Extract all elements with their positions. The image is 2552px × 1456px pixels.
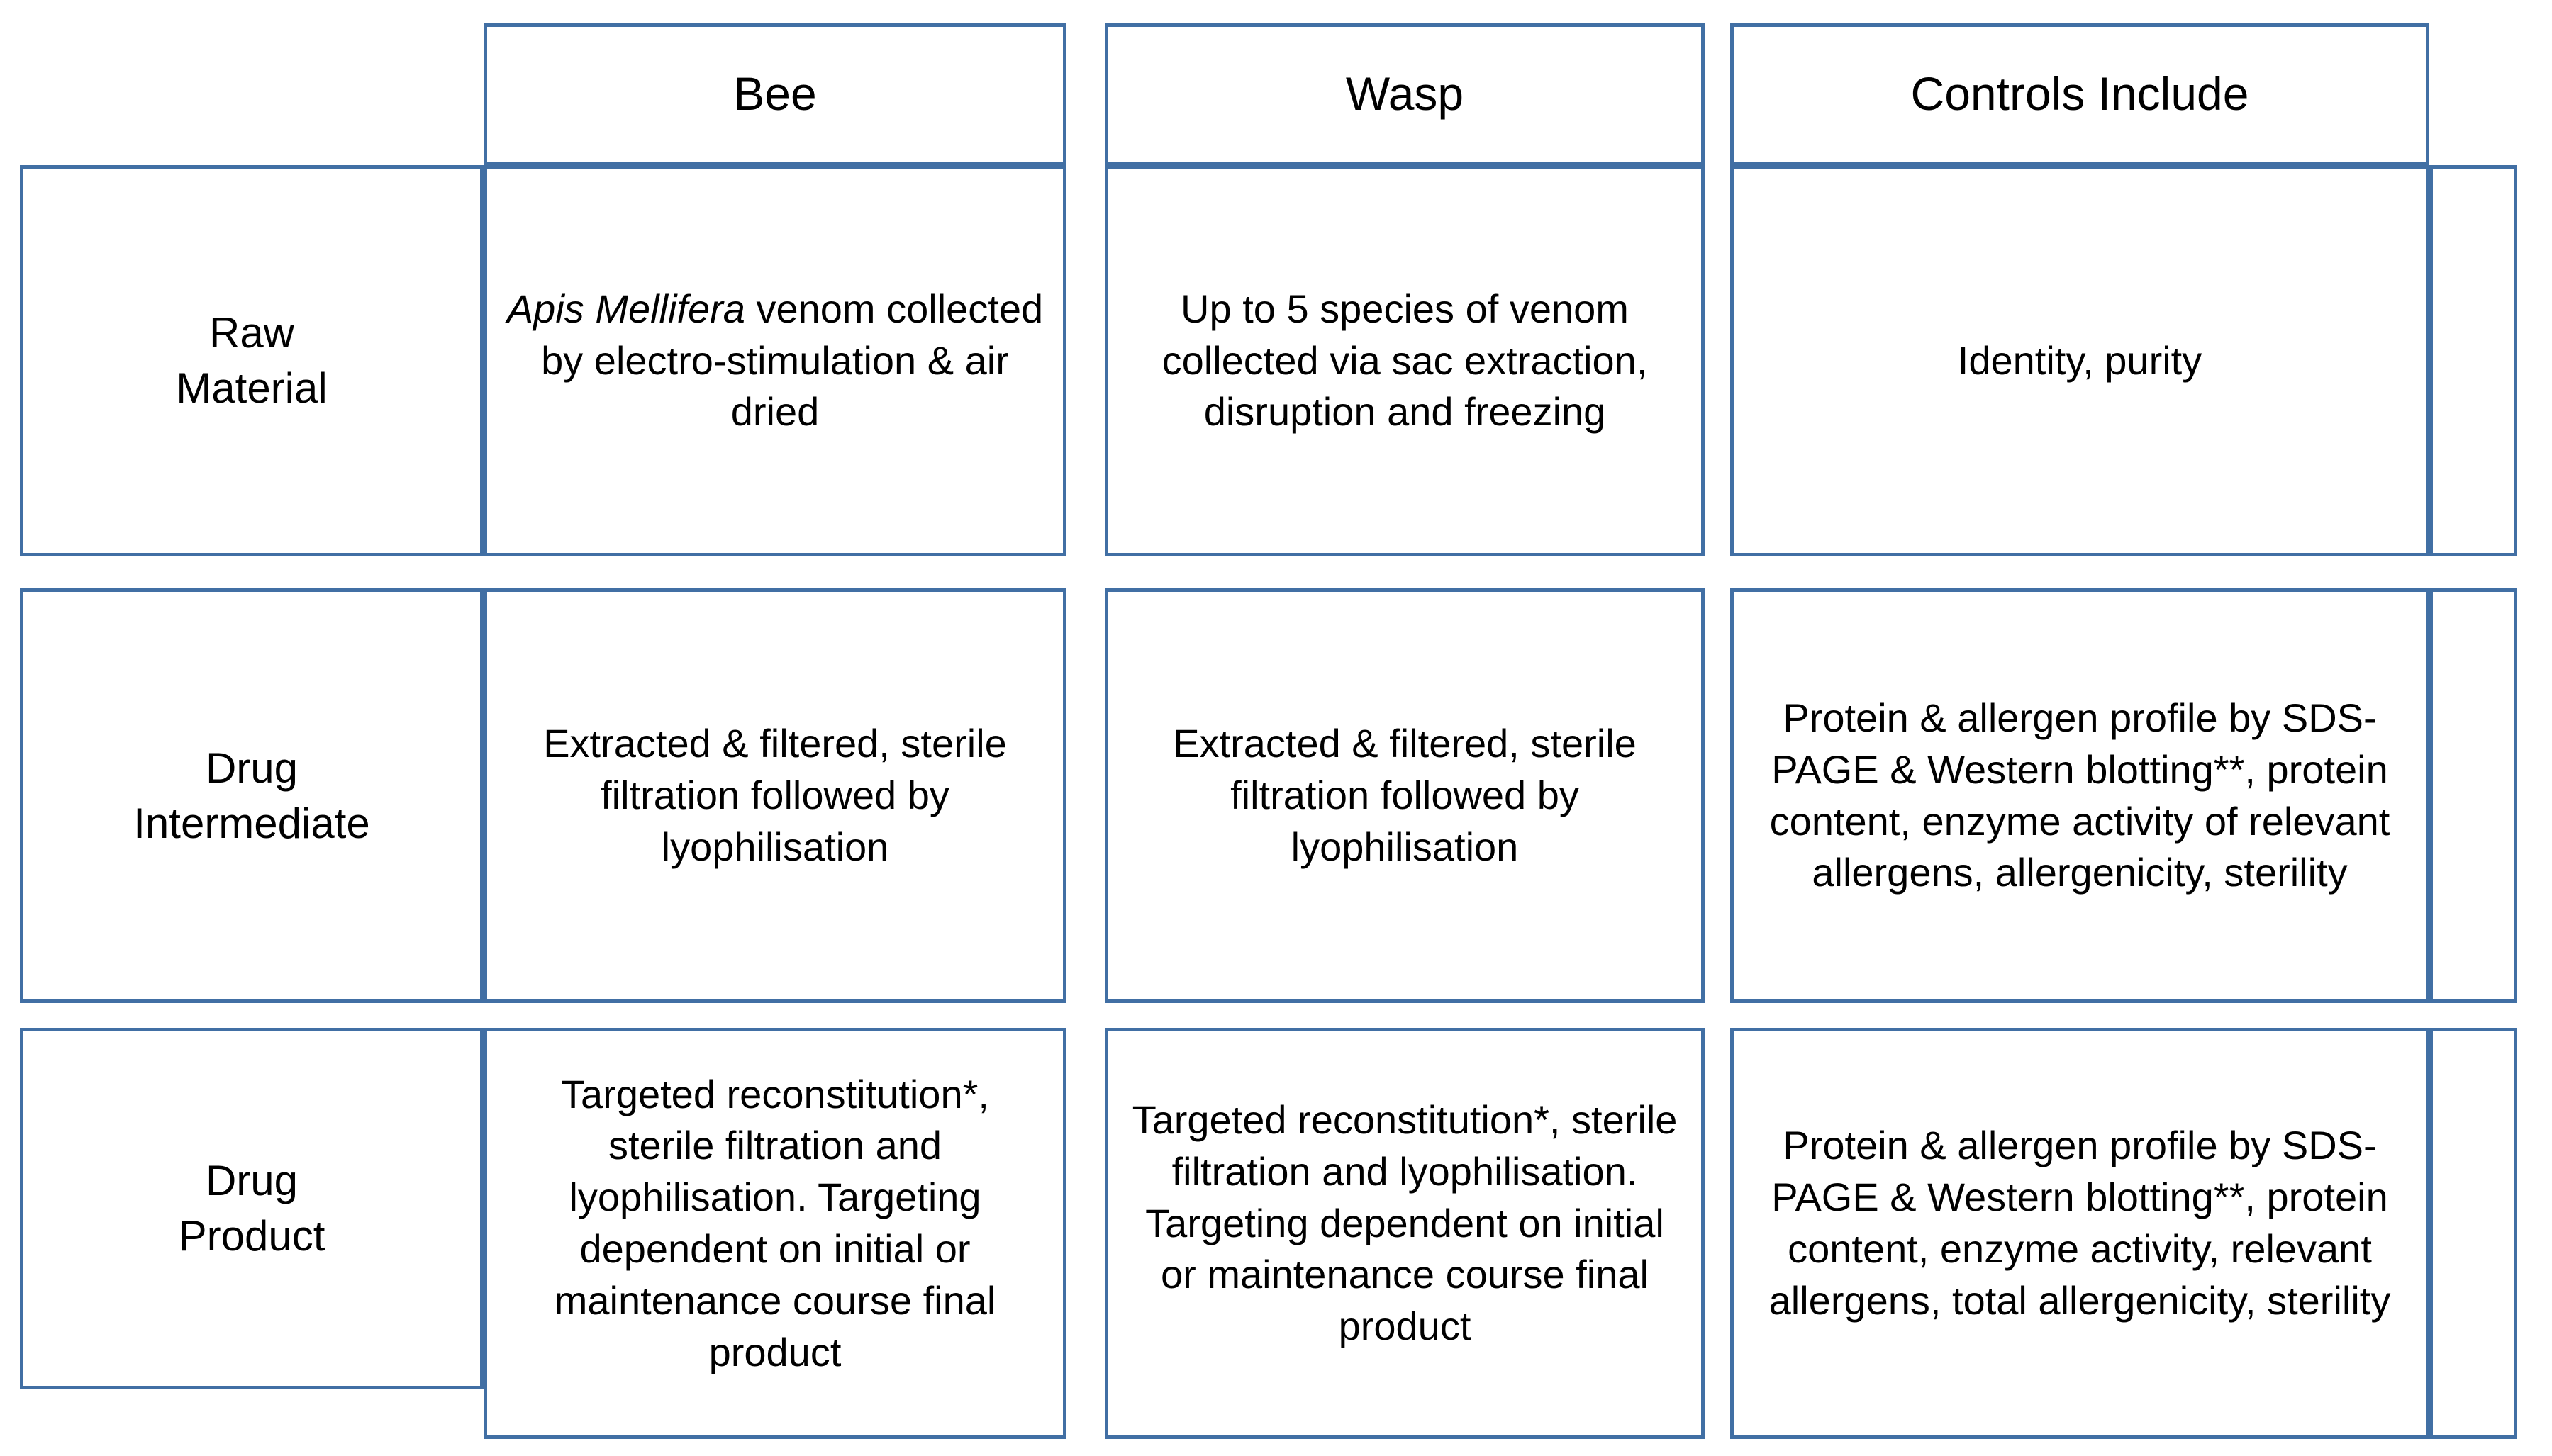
cell-raw-material-bee: Apis Mellifera venom collected by electr… [484, 165, 1066, 556]
cell-raw-material-extra [2429, 165, 2517, 556]
row-header-drug-intermediate-label: Drug Intermediate [133, 744, 370, 847]
column-header-controls-include-label: Controls Include [1910, 67, 2249, 121]
row-header-drug-product: Drug Product [20, 1028, 484, 1389]
column-header-bee-label: Bee [733, 67, 817, 121]
column-header-wasp: Wasp [1105, 23, 1705, 165]
species-name-italic: Apis Mellifera [506, 286, 745, 331]
cell-drug-intermediate-bee-text: Extracted & filtered, sterile filtration… [543, 721, 1007, 869]
row-header-raw-material-label: Raw Material [176, 309, 328, 412]
cell-raw-material-wasp: Up to 5 species of venom collected via s… [1105, 165, 1705, 556]
cell-drug-product-controls: Protein & allergen profile by SDS-PAGE &… [1730, 1028, 2429, 1439]
cell-drug-intermediate-controls: Protein & allergen profile by SDS-PAGE &… [1730, 588, 2429, 1003]
cell-drug-product-extra [2429, 1028, 2517, 1439]
column-header-bee: Bee [484, 23, 1066, 165]
row-header-raw-material: Raw Material [20, 165, 484, 556]
cell-drug-intermediate-extra [2429, 588, 2517, 1003]
cell-drug-intermediate-bee: Extracted & filtered, sterile filtration… [484, 588, 1066, 1003]
cell-drug-product-bee-text: Targeted reconstitution*, sterile filtra… [554, 1071, 996, 1374]
row-header-drug-intermediate: Drug Intermediate [20, 588, 484, 1003]
cell-raw-material-bee-rest: venom collected by electro-stimulation &… [541, 286, 1044, 435]
cell-drug-intermediate-controls-text: Protein & allergen profile by SDS-PAGE &… [1769, 695, 2390, 895]
cell-drug-product-wasp: Targeted reconstitution*, sterile filtra… [1105, 1028, 1705, 1439]
cell-raw-material-wasp-text: Up to 5 species of venom collected via s… [1161, 286, 1648, 435]
cell-raw-material-controls-text: Identity, purity [1957, 337, 2202, 383]
column-header-controls-include: Controls Include [1730, 23, 2429, 165]
row-header-drug-product-label: Drug Product [178, 1157, 325, 1260]
cell-raw-material-bee-text: Apis Mellifera venom collected by electr… [506, 284, 1044, 438]
cell-drug-intermediate-wasp-text: Extracted & filtered, sterile filtration… [1173, 721, 1637, 869]
cell-raw-material-controls: Identity, purity [1730, 165, 2429, 556]
column-header-wasp-label: Wasp [1345, 67, 1464, 121]
cell-drug-product-controls-text: Protein & allergen profile by SDS-PAGE &… [1768, 1123, 2391, 1323]
cell-drug-intermediate-wasp: Extracted & filtered, sterile filtration… [1105, 588, 1705, 1003]
cell-drug-product-wasp-text: Targeted reconstitution*, sterile filtra… [1132, 1097, 1678, 1349]
cell-drug-product-bee: Targeted reconstitution*, sterile filtra… [484, 1028, 1066, 1439]
